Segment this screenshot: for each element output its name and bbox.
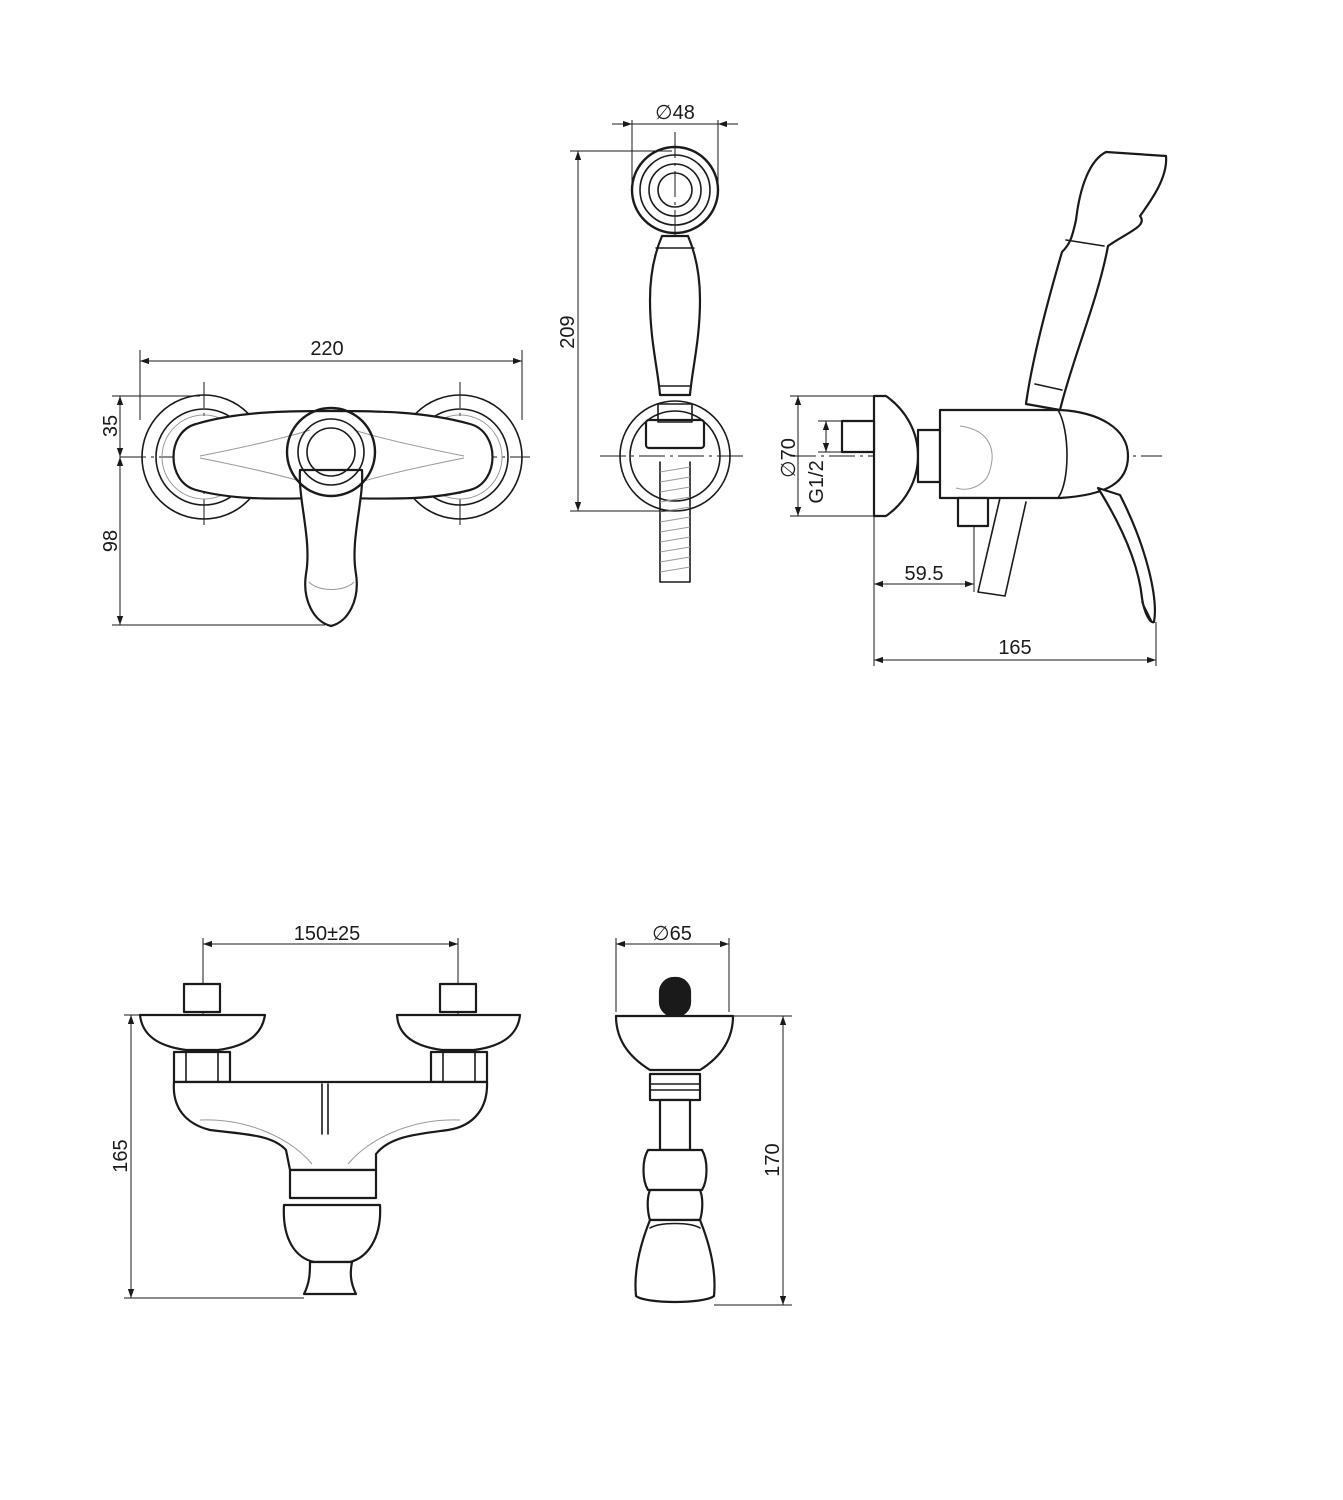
svg-text:∅65: ∅65 [652, 923, 692, 945]
center-distance-label: 150±25 [294, 923, 361, 945]
inlet-pipe [840, 419, 876, 454]
front-view: 220 35 98 [100, 338, 530, 628]
mixer-body [172, 409, 494, 500]
right-inlet-pipe [438, 982, 478, 1014]
svg-text:∅70: ∅70 [778, 438, 800, 478]
end-stem [658, 1098, 692, 1152]
end-diameter-label: 65 [670, 923, 692, 945]
end-handshower-holder [634, 1218, 716, 1304]
union-nut [916, 428, 942, 484]
end-inlet-pipe [658, 976, 692, 1018]
wall-bracket [619, 400, 731, 512]
top-collar [288, 1168, 378, 1200]
offset-dimension-label: 59.5 [905, 563, 944, 585]
top-lever-base [282, 1203, 382, 1264]
top-body [172, 1080, 489, 1172]
left-escutcheon-top [138, 1013, 267, 1052]
end-union-nut [648, 1072, 702, 1102]
end-diameter-symbol: ∅ [652, 923, 669, 945]
end-hose-joint [642, 1148, 708, 1192]
diameter-symbol: ∅ [655, 102, 672, 124]
side-hose [977, 497, 1027, 597]
side-handshower [1024, 150, 1168, 412]
svg-text:∅48: ∅48 [655, 102, 695, 124]
right-union-nut [429, 1050, 489, 1084]
handshower-height-label: 209 [557, 315, 579, 348]
width-dimension-label: 220 [310, 338, 343, 360]
handshower-grip [648, 234, 702, 397]
end-view: ∅65 170 [614, 923, 792, 1306]
thread-size-label: G1/2 [806, 460, 828, 503]
end-hose-swivel [646, 1188, 704, 1222]
side-escutcheon [872, 394, 920, 518]
lower-height-dimension-label: 98 [100, 530, 122, 552]
cartridge-cap [285, 406, 377, 498]
side-view: ∅70 G1/2 59.5 165 [778, 150, 1168, 666]
left-union-nut [172, 1050, 232, 1084]
right-escutcheon-top [395, 1013, 522, 1052]
top-view-height-label: 165 [110, 1139, 132, 1172]
side-lever [1096, 486, 1156, 624]
hose-outlet [956, 496, 990, 528]
end-escutcheon [614, 1014, 735, 1072]
top-lever-tip [302, 1260, 358, 1296]
lever-handle [298, 468, 364, 628]
upper-height-dimension-label: 35 [100, 415, 122, 437]
end-view-height-label: 170 [762, 1143, 784, 1176]
depth-dimension-label: 165 [998, 637, 1031, 659]
handshower-front-view: ∅48 209 [557, 102, 748, 583]
handshower-diameter-label: 48 [673, 102, 695, 124]
side-diameter-symbol: ∅ [778, 460, 800, 477]
top-view: 150±25 165 [110, 923, 522, 1299]
left-inlet-pipe [182, 982, 222, 1014]
side-body [938, 408, 1130, 500]
escutcheon-diameter-label: 70 [778, 438, 800, 460]
